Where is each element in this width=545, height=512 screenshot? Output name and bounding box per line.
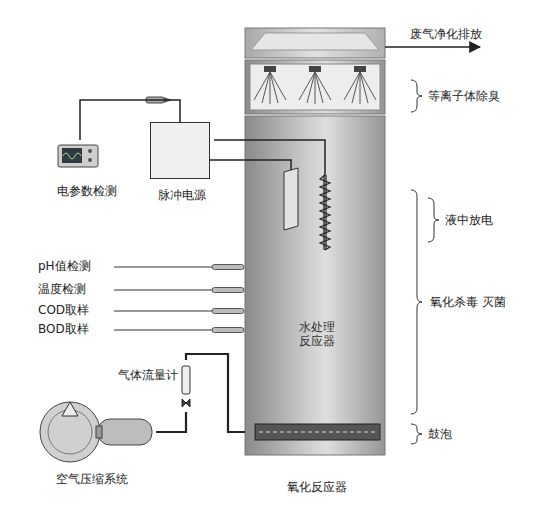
plate-electrode — [284, 168, 298, 230]
oscilloscope — [58, 145, 98, 167]
annotation-label: COD取样 — [38, 303, 89, 317]
node-label: 脉冲电源 — [150, 188, 214, 202]
pulse-power-box — [151, 123, 210, 179]
diagram-node: 气体流量计 — [118, 360, 190, 412]
knob — [88, 158, 92, 162]
diagram-node: 水处理反应器氧化反应器 — [245, 28, 389, 455]
annotation-label: 氧化杀毒 灭菌 — [430, 295, 506, 309]
plasma-emitter — [354, 66, 366, 72]
plasma-emitter — [264, 66, 276, 72]
node-label: 气体流量计 — [118, 368, 178, 382]
node-label: 空气压缩系统 — [28, 472, 156, 486]
plasma-chamber — [245, 60, 385, 114]
oscilloscope-screen — [62, 148, 82, 163]
reactor-body — [245, 116, 385, 455]
reactor-cap — [245, 28, 385, 58]
plasma-chamber-inner — [250, 64, 380, 110]
leader-line — [114, 330, 212, 331]
annotation-label: BOD取样 — [38, 322, 89, 336]
electrode-wire — [210, 160, 291, 170]
leader-line — [114, 290, 212, 291]
pipe-connector — [186, 354, 245, 432]
bubbler-holes — [259, 432, 376, 433]
node-label: 水处理反应器 — [297, 320, 337, 349]
diagram-node: 脉冲电源 — [150, 122, 214, 202]
probe — [212, 309, 244, 314]
pipe-connector — [80, 100, 180, 140]
bubbler — [255, 424, 380, 440]
pipe-connector — [214, 139, 245, 141]
leader-line — [114, 311, 212, 312]
probe — [212, 288, 244, 293]
plasma-discharge — [254, 72, 286, 104]
compressor-ring — [48, 410, 92, 454]
bracket — [411, 80, 422, 112]
annotation-label: 液中放电 — [445, 213, 493, 227]
electrode-wire — [245, 140, 325, 175]
annotation-label: 鼓泡 — [428, 427, 452, 441]
exhaust-hood — [251, 33, 379, 50]
compressor-tank — [40, 402, 100, 462]
probe — [212, 265, 244, 270]
knob — [88, 149, 92, 153]
bracket — [411, 190, 422, 414]
compressor-motor — [98, 419, 152, 445]
bracket — [428, 198, 439, 242]
flowmeter-tube — [182, 366, 190, 394]
compressor-coupling — [96, 426, 102, 438]
valve — [182, 399, 190, 407]
plasma-discharge — [299, 72, 331, 104]
annotation-label: 温度检测 — [38, 282, 86, 296]
annotation-label: 废气净化排放 — [410, 27, 482, 41]
gauge-symbol — [62, 402, 78, 416]
annotation-label: 等离子体除臭 — [428, 89, 500, 103]
node-label: 氧化反应器 — [245, 480, 389, 494]
exhaust-arrow — [385, 46, 480, 48]
waveform — [63, 153, 81, 159]
bracket — [411, 424, 422, 444]
annotation-label: pH值检测 — [38, 259, 91, 273]
plasma-discharge — [344, 72, 376, 104]
probe — [212, 328, 244, 333]
leader-line — [114, 267, 212, 268]
plasma-emitter — [309, 66, 321, 72]
pipe-connector — [156, 412, 186, 432]
diagram-node: 空气压缩系统 — [28, 392, 156, 492]
diagram-node: 电参数检测 — [50, 140, 124, 200]
coil-electrode — [320, 175, 330, 250]
node-label: 电参数检测 — [50, 184, 124, 198]
